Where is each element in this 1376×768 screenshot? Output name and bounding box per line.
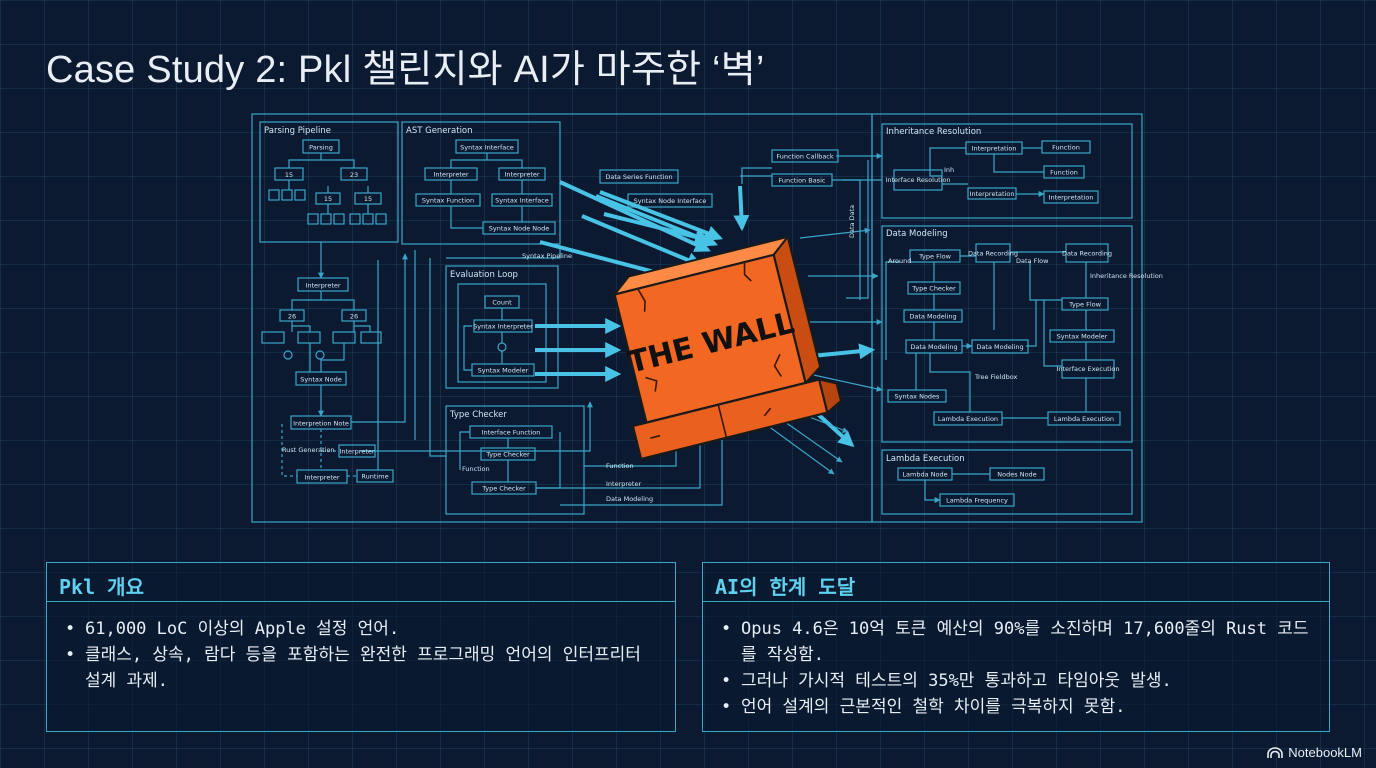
- node-function-basic: Function Basic: [779, 177, 826, 185]
- label-data-flow: Data Flow: [1016, 257, 1049, 265]
- node-type-flow: Type Flow: [918, 253, 952, 261]
- node-syntax-interface-2: Syntax Interface: [495, 197, 549, 205]
- label-function: Function: [606, 462, 634, 470]
- brand-name: NotebookLM: [1288, 745, 1362, 760]
- node-lambda-node: Lambda Node: [902, 471, 947, 479]
- data-modeling-box: [881, 225, 1133, 443]
- node-data-recording: Data Recording: [968, 250, 1018, 258]
- list-item: Opus 4.6은 10억 토큰 예산의 90%를 소진하며 17,600줄의 …: [721, 616, 1317, 668]
- section-data-modeling: Data Modeling: [886, 229, 948, 239]
- label-data-vertical: Data Data: [848, 205, 856, 238]
- list-item: 그러나 가시적 테스트의 35%만 통과하고 타임아웃 발생.: [721, 668, 1317, 694]
- notebooklm-logo-icon: [1267, 746, 1284, 758]
- node-syntax-nodes: Syntax Nodes: [895, 393, 941, 401]
- label-around: Around: [888, 257, 911, 265]
- node-l-a: 26: [288, 313, 296, 321]
- node-interface-execution: Interface Execution: [1056, 365, 1119, 373]
- inheritance-resolution-box: [881, 123, 1133, 219]
- node-lambda-execution-dm2: Lambda Execution: [1054, 415, 1114, 423]
- section-lambda: Lambda Execution: [886, 454, 965, 464]
- node-type-checker: Type Checker: [485, 451, 530, 459]
- label-type-function: Function: [462, 465, 490, 473]
- notebooklm-brand: NotebookLM: [1267, 745, 1362, 760]
- label-tree-fieldbox: Tree Fieldbox: [974, 373, 1018, 381]
- label-interpreter: Interpreter: [606, 480, 641, 488]
- right-frame: [871, 113, 1143, 523]
- wall-barrier: THE WALL: [611, 234, 843, 461]
- section-ast: AST Generation: [406, 126, 473, 136]
- node-lambda-execution-dm: Lambda Execution: [938, 415, 998, 423]
- node-p-far: 15: [364, 195, 372, 203]
- node-syntax-modeler: Syntax Modeler: [478, 367, 529, 375]
- node-inh-a: Interpretation: [972, 145, 1017, 153]
- section-evaluation: Evaluation Loop: [450, 270, 518, 280]
- node-nodes-node: Nodes Node: [997, 471, 1036, 479]
- node-data-modeling-dm2: Data Modeling: [910, 343, 957, 351]
- node-data-series-function: Data Series Function: [605, 173, 672, 181]
- node-syntax-node-left: Syntax Node: [300, 376, 342, 384]
- node-lambda-frequency: Lambda Frequency: [946, 497, 1008, 505]
- node-p-mid: 15: [324, 195, 332, 203]
- node-syntax-modeler-dm: Syntax Modeler: [1057, 333, 1108, 341]
- node-l-b: 26: [350, 313, 358, 321]
- node-data-recording-2: Data Recording: [1062, 250, 1112, 258]
- node-type-function: Interface Function: [482, 429, 541, 437]
- parsing-pipeline-box: [259, 121, 399, 243]
- label-data-modeling: Data Modeling: [606, 495, 653, 503]
- label-syntax-pipeline: Syntax Pipeline: [522, 252, 572, 260]
- node-count: Count: [492, 299, 512, 307]
- node-type-checker-dm: Type Checker: [911, 285, 956, 293]
- node-type-flow-2: Type Flow: [1068, 301, 1102, 309]
- node-syntax-function: Syntax Function: [422, 197, 474, 205]
- node-syntax-node-interface: Syntax Node Interface: [634, 197, 707, 205]
- node-interpreter-small: Interpreter: [339, 448, 374, 456]
- node-data-modeling-dm: Data Modeling: [909, 313, 956, 321]
- node-inh-e: Interpretation: [1049, 194, 1094, 202]
- type-checker-box: [445, 405, 585, 515]
- node-inh-c: Function: [1050, 169, 1078, 177]
- node-interpreter-top: Interpreter: [305, 282, 340, 290]
- label-rust-generation: Rust Generation: [282, 446, 335, 454]
- ai-limit-heading: AI의 한계 도달: [703, 563, 1329, 602]
- node-interpreter-a: Interpreter: [433, 171, 468, 179]
- section-type-checker: Type Checker: [449, 410, 507, 420]
- node-data-modeling-dm3: Data Modeling: [976, 343, 1023, 351]
- lambda-execution-box: [881, 449, 1133, 515]
- list-item: 61,000 LoC 이상의 Apple 설정 언어.: [65, 616, 663, 642]
- node-inh-d: Interpretation: [970, 190, 1015, 198]
- node-p-left: 15: [285, 171, 293, 179]
- section-inheritance: Inheritance Resolution: [886, 127, 981, 137]
- node-syntax-interface: Syntax Interface: [460, 144, 514, 152]
- node-parsing: Parsing: [309, 144, 333, 152]
- ai-limit-list: Opus 4.6은 10억 토큰 예산의 90%를 소진하며 17,600줄의 …: [703, 602, 1329, 720]
- pkl-overview-list: 61,000 LoC 이상의 Apple 설정 언어. 클래스, 상속, 람다 …: [47, 602, 675, 694]
- slide-title: Case Study 2: Pkl 챌린지와 AI가 마주한 ‘벽’: [46, 49, 765, 91]
- architecture-diagram: THE WALL Parsing Pipeline AST Generation…: [251, 113, 1163, 523]
- list-item: 언어 설계의 근본적인 철학 차이를 극복하지 못함.: [721, 694, 1317, 720]
- node-function-callback: Function Callback: [776, 153, 834, 161]
- list-item: 클래스, 상속, 람다 등을 포함하는 완전한 프로그래밍 언어의 인터프리터 …: [65, 642, 663, 694]
- node-interpreter-note: Interpretion Note: [293, 420, 349, 428]
- node-p-right: 23: [350, 171, 358, 179]
- node-syntax-interpreter: Syntax Interpreter: [473, 323, 533, 331]
- node-interface-resolution: Interface Resolution: [885, 176, 950, 184]
- node-type-checker-2: Type Checker: [481, 485, 526, 493]
- label-inheritance-resolution: Inheritance Resolution: [1090, 272, 1163, 280]
- ai-limit-panel: AI의 한계 도달 Opus 4.6은 10억 토큰 예산의 90%를 소진하며…: [702, 562, 1330, 732]
- pkl-overview-heading: Pkl 개요: [47, 563, 675, 602]
- node-interpreter-b: Interpreter: [504, 171, 539, 179]
- node-runtime: Runtime: [361, 473, 388, 481]
- node-interpreter-bottom: Interpreter: [304, 474, 339, 482]
- pkl-overview-panel: Pkl 개요 61,000 LoC 이상의 Apple 설정 언어. 클래스, …: [46, 562, 676, 732]
- node-inh-b: Function: [1052, 144, 1080, 152]
- node-syntax-node-ast: Syntax Node Node: [489, 225, 550, 233]
- section-parsing: Parsing Pipeline: [264, 126, 331, 136]
- label-inh: Inh: [944, 166, 954, 174]
